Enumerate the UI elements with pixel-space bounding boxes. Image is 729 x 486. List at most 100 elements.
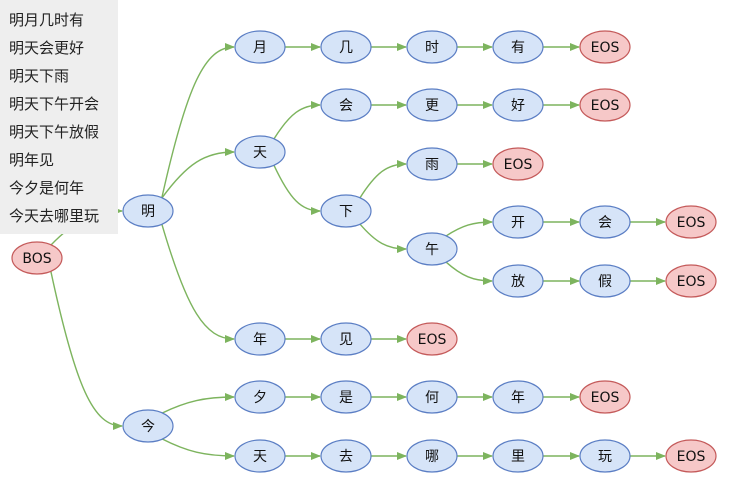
node-label: 放 [511, 274, 525, 290]
trie-node: 更 [406, 88, 458, 122]
node-label: 里 [511, 449, 525, 465]
phrase-item: 今夕是何年 [9, 179, 85, 197]
node-label: EOS [677, 215, 706, 231]
node-label: 见 [339, 332, 353, 348]
trie-node: 见 [320, 322, 372, 356]
node-ellipse [406, 380, 458, 414]
edge-xia-to-yu [359, 160, 407, 199]
end-node: EOS [665, 264, 717, 298]
node-label: 夕 [253, 390, 267, 406]
phrase-item: 明天会更好 [9, 39, 85, 57]
trie-node: 几 [320, 30, 372, 64]
trie-node: 下 [320, 194, 372, 228]
edge-xia-to-wu [359, 223, 407, 253]
trie-node: 何 [406, 380, 458, 414]
trie-node: 放 [492, 264, 544, 298]
node-ellipse [234, 135, 286, 169]
node-label: 开 [511, 215, 525, 231]
trie-node: 哪 [406, 439, 458, 473]
node-label: EOS [591, 40, 620, 56]
node-ellipse [234, 380, 286, 414]
trie-node: 雨 [406, 147, 458, 181]
node-label: 去 [339, 449, 353, 465]
phrase-list-panel: 明月几时有 明天会更好 明天下雨 明天下午开会 明天下午放假 明年见 今夕是何年… [0, 0, 118, 234]
trie-node: 里 [492, 439, 544, 473]
node-label: 明 [141, 204, 155, 220]
node-ellipse [406, 439, 458, 473]
end-node: BOS [11, 241, 63, 275]
node-ellipse [11, 241, 63, 275]
end-node: EOS [579, 88, 631, 122]
node-ellipse [406, 147, 458, 181]
node-ellipse [320, 30, 372, 64]
edge-jin-to-tian2 [161, 438, 235, 460]
trie-node: 天 [234, 439, 286, 473]
node-label: 更 [425, 98, 439, 114]
trie-node: 会 [579, 205, 631, 239]
node-ellipse [320, 88, 372, 122]
node-ellipse [492, 88, 544, 122]
edge-wu-to-fang [445, 261, 493, 285]
node-label: EOS [591, 390, 620, 406]
node-ellipse [234, 439, 286, 473]
edge-bos-to-jin [50, 270, 123, 430]
end-node: EOS [406, 322, 458, 356]
trie-node: 今 [122, 409, 174, 443]
node-label: 天 [253, 449, 267, 465]
node-ellipse [579, 439, 631, 473]
trie-node: 好 [492, 88, 544, 122]
node-label: EOS [591, 98, 620, 114]
node-ellipse [492, 439, 544, 473]
node-ellipse [579, 264, 631, 298]
node-ellipse [234, 30, 286, 64]
node-label: 何 [425, 390, 439, 406]
node-label: EOS [504, 157, 533, 173]
end-node: EOS [492, 147, 544, 181]
node-label: 午 [425, 242, 439, 258]
trie-node: 明 [122, 194, 174, 228]
node-ellipse [406, 232, 458, 266]
trie-node: 玩 [579, 439, 631, 473]
node-label: 年 [511, 390, 525, 406]
node-ellipse [492, 30, 544, 64]
node-ellipse [492, 380, 544, 414]
trie-node: 年 [492, 380, 544, 414]
node-ellipse [406, 322, 458, 356]
node-ellipse [579, 205, 631, 239]
node-label: 有 [511, 40, 525, 56]
node-label: EOS [418, 332, 447, 348]
node-label: 月 [253, 40, 267, 56]
node-ellipse [579, 88, 631, 122]
node-ellipse [579, 30, 631, 64]
edge-tian-to-xia [273, 164, 321, 215]
trie-node: 去 [320, 439, 372, 473]
node-label: 天 [253, 145, 267, 161]
node-ellipse [406, 88, 458, 122]
node-label: BOS [22, 251, 51, 267]
node-ellipse [320, 380, 372, 414]
node-label: 雨 [425, 157, 439, 173]
end-node: EOS [665, 439, 717, 473]
edge-wu-to-kai [445, 218, 493, 237]
trie-node: 夕 [234, 380, 286, 414]
edges-layer [50, 43, 666, 460]
node-ellipse [320, 439, 372, 473]
phrase-item: 明月几时有 [9, 11, 85, 29]
node-ellipse [320, 322, 372, 356]
node-label: 下 [339, 204, 353, 220]
node-ellipse [579, 380, 631, 414]
phrase-item: 明年见 [9, 151, 55, 169]
node-label: 会 [339, 98, 353, 114]
trie-node: 午 [406, 232, 458, 266]
phrase-item: 明天下午开会 [9, 95, 100, 113]
node-label: 哪 [425, 449, 439, 465]
end-node: EOS [579, 30, 631, 64]
trie-node: 年 [234, 322, 286, 356]
node-ellipse [665, 439, 717, 473]
trie-node: 开 [492, 205, 544, 239]
node-label: 假 [598, 274, 612, 290]
trie-node: 假 [579, 264, 631, 298]
node-ellipse [320, 194, 372, 228]
